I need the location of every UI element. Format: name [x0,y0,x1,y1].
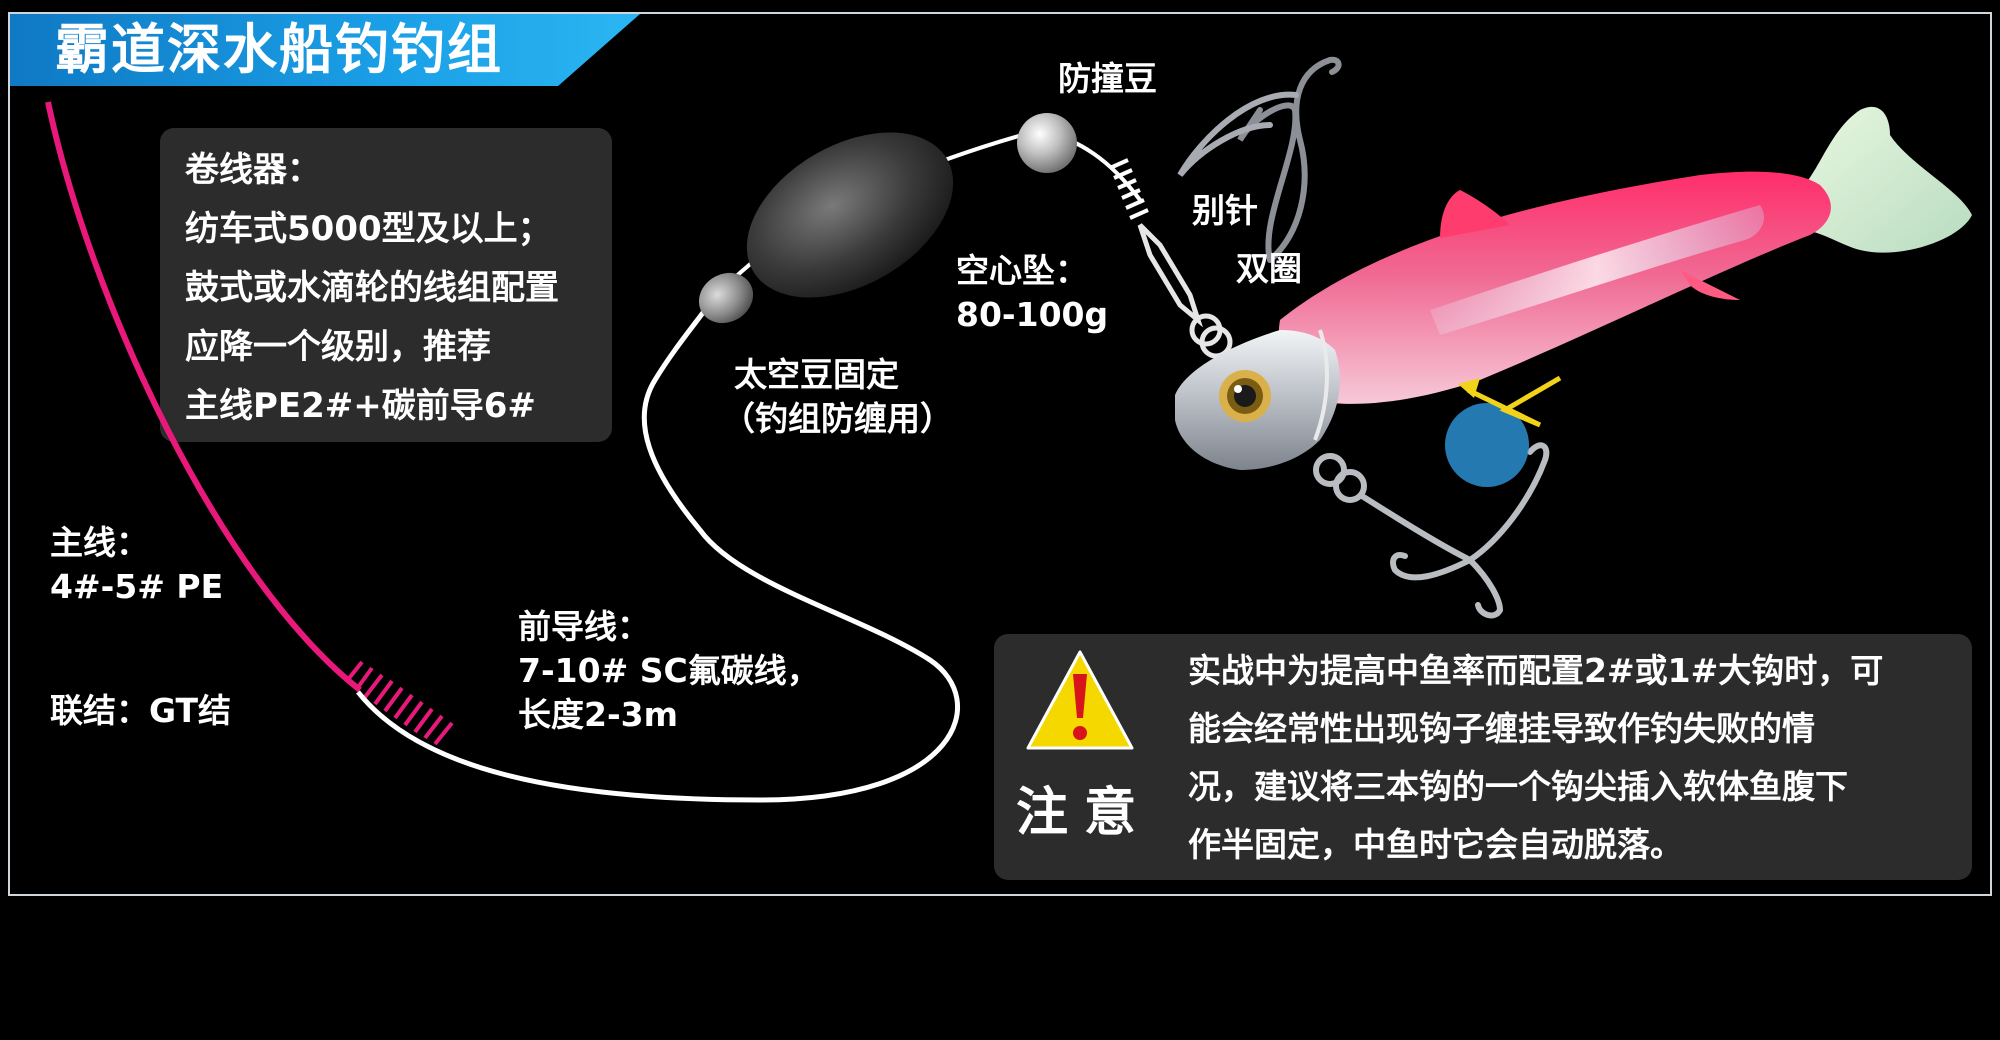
sinker-title: 空心坠： [956,251,1088,290]
leader-length: 长度2-3m [518,695,679,734]
reel-line-1: 卷线器： [185,150,321,190]
warning-line-1: 实战中为提高中鱼率而配置2#或1#大钩时，可 [1188,651,1884,690]
lure-tail [1800,106,1972,253]
snap-knot [1109,158,1149,220]
lure-belly-fin [1680,270,1740,300]
space-bead-title: 太空豆固定 [734,355,899,394]
page-title: 霸道深水船钓钓组 [55,18,503,81]
warning-box [994,634,1972,880]
warning-text: 实战中为提高中鱼率而配置2#或1#大钩时，可 能会经常性出现钩子缠挂导致作钓失败… [1188,642,1968,874]
leader-line [356,308,961,803]
warning-label: 注意 [1016,783,1153,843]
warning-icon [1026,650,1134,750]
reel-line-5: 主线PE2#+碳前导6# [185,386,536,426]
warning-line-2: 能会经常性出现钩子缠挂导致作钓失败的情 [1188,709,1815,748]
reel-line-3: 鼓式或水滴轮的线组配置 [185,268,559,308]
hint-arrow [1466,375,1562,428]
warning-line-4: 作半固定，中鱼时它会自动脱落。 [1188,825,1683,864]
main-line [45,101,362,693]
warning-line-3: 况，建议将三本钩的一个钩尖插入软体鱼腹下 [1188,767,1848,806]
space-bead-note: （钓组防缠用） [722,399,953,438]
main-line-title: 主线： [50,523,149,562]
bumper-bead-label: 防撞豆 [1058,59,1157,98]
single-hook [1237,56,1342,263]
leader-value: 7-10# SC氟碳线， [518,651,820,690]
bumper-bead [1017,113,1077,173]
gt-knot [344,660,454,746]
main-line-value: 4#-5# PE [50,567,224,606]
sinker-value: 80-100g [956,295,1109,334]
reel-info-box [160,128,612,442]
knot-label: 联结：GT结 [50,691,232,730]
reel-line-4: 应降一个级别，推荐 [185,327,491,367]
lure-dorsal-fin [1440,190,1510,238]
lure-shine [1430,205,1765,335]
reel-line-2: 纺车式5000型及以上； [185,209,552,249]
title-banner [10,14,640,86]
space-bead [698,272,754,324]
treble-hook [1313,442,1550,619]
hint-circle [1445,403,1529,487]
snap-label: 别针 [1192,191,1258,230]
snap-swivel [1137,223,1233,359]
split-ring-label: 双圈 [1236,249,1302,288]
leader-title: 前导线： [518,607,650,646]
hollow-sinker [746,132,954,298]
